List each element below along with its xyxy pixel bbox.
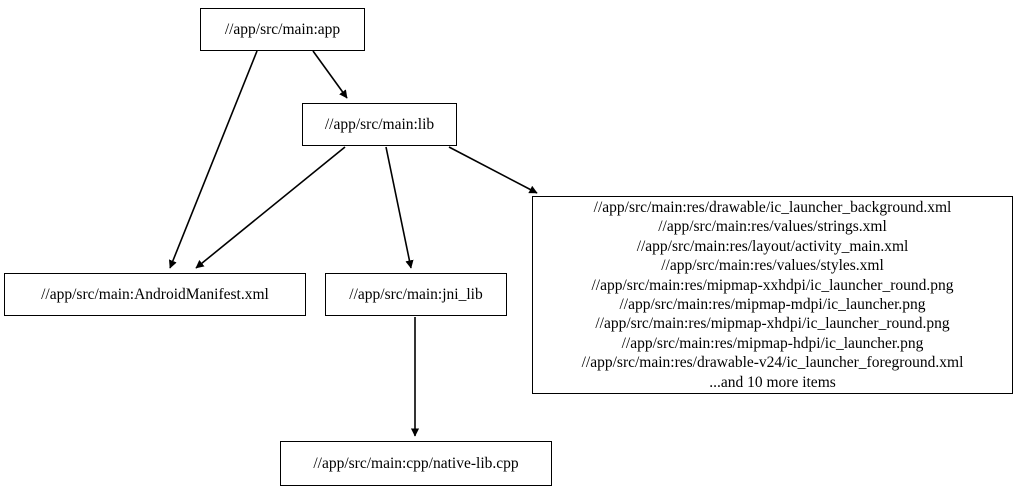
edge-lib-to-resources — [448, 146, 538, 194]
graph-node-jni-lib[interactable]: //app/src/main:jni_lib — [325, 273, 507, 316]
graph-node-android-manifest-label: //app/src/main:AndroidManifest.xml — [41, 285, 269, 303]
graph-node-app-label: //app/src/main:app — [224, 20, 341, 38]
graph-node-android-manifest[interactable]: //app/src/main:AndroidManifest.xml — [4, 273, 306, 316]
graph-node-jni-lib-label: //app/src/main:jni_lib — [349, 285, 483, 303]
edge-app-to-manifest — [168, 50, 258, 269]
graph-node-lib[interactable]: //app/src/main:lib — [302, 103, 457, 146]
edge-lib-to-manifest — [195, 146, 346, 269]
graph-node-resources[interactable]: //app/src/main:res/drawable/ic_launcher_… — [532, 196, 1013, 394]
graph-node-lib-label: //app/src/main:lib — [324, 115, 435, 133]
graph-node-native-lib-cpp-label: //app/src/main:cpp/native-lib.cpp — [313, 454, 519, 472]
graph-node-native-lib-cpp[interactable]: //app/src/main:cpp/native-lib.cpp — [280, 441, 552, 486]
graph-node-resources-label: //app/src/main:res/drawable/ic_launcher_… — [581, 198, 964, 391]
graph-node-app[interactable]: //app/src/main:app — [200, 8, 365, 51]
edge-lib-to-jni-lib — [385, 146, 414, 269]
edge-app-to-lib — [312, 50, 348, 99]
